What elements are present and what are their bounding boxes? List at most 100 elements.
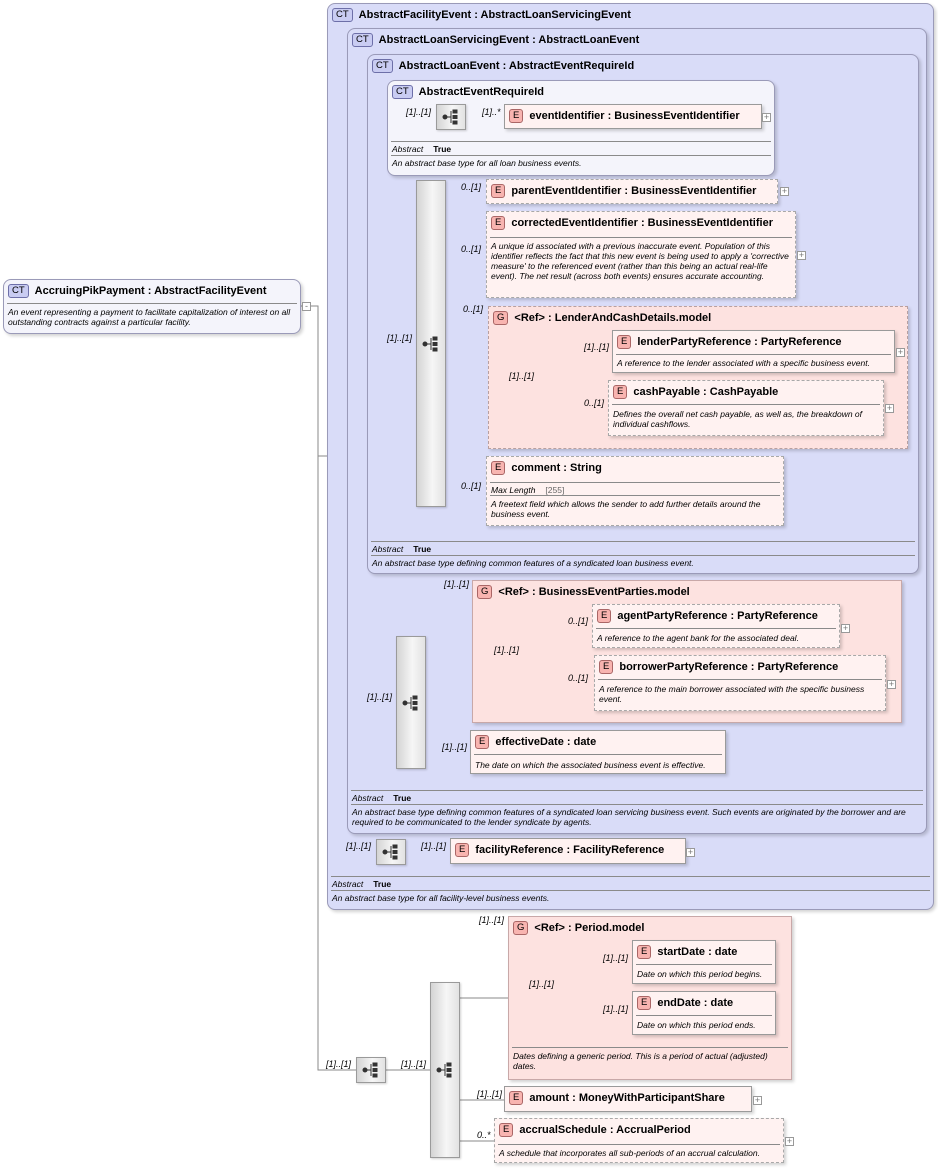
event-require-id-doc: An abstract base type for all loan busin… — [392, 158, 582, 168]
complex-type-icon: CT — [372, 59, 393, 74]
element-title: correctedEventIdentifier : BusinessEvent… — [511, 217, 773, 229]
abstract-value: True — [433, 144, 452, 154]
element-icon: E — [491, 216, 506, 231]
element-doc: A unique id associated with a previous i… — [491, 241, 789, 281]
sequence-icon — [442, 109, 458, 125]
sequence-compositor[interactable] — [396, 636, 426, 769]
divider — [490, 237, 792, 238]
group-title: <Ref> : BusinessEventParties.model — [498, 586, 690, 598]
expand-icon[interactable]: - — [302, 302, 311, 311]
element-doc: The date on which the associated busines… — [475, 760, 706, 770]
facility-event-title: AbstractFacilityEvent : AbstractLoanServ… — [358, 9, 631, 21]
cardinality-label: [1]..[1] — [477, 1089, 503, 1099]
element-title: amount : MoneyWithParticipantShare — [529, 1092, 725, 1104]
sequence-icon — [436, 1062, 452, 1078]
cardinality-label: [1]..[1] — [494, 645, 520, 655]
complex-type-icon: CT — [392, 85, 413, 100]
element-title: cashPayable : CashPayable — [633, 386, 779, 398]
expand-icon[interactable]: + — [841, 623, 850, 633]
expand-icon[interactable]: + — [896, 347, 905, 357]
element-icon: E — [599, 660, 614, 675]
divider — [490, 495, 780, 496]
abstract-value: True — [393, 793, 412, 803]
group-icon: G — [493, 311, 509, 326]
expand-icon[interactable]: + — [686, 847, 695, 857]
group-icon: G — [513, 921, 529, 936]
cardinality-label: [1]..[1] — [509, 371, 535, 381]
element-icon: E — [637, 996, 652, 1011]
sequence-compositor[interactable] — [356, 1057, 386, 1083]
cardinality-label: [1]..[1] — [421, 841, 447, 851]
element-doc: Date on which this period ends. — [637, 1020, 756, 1030]
cardinality-label: 0..[1] — [568, 616, 589, 626]
sequence-compositor[interactable] — [416, 180, 446, 507]
element-doc: A reference to the agent bank for the as… — [597, 633, 799, 643]
sequence-icon — [362, 1062, 378, 1078]
element-icon: E — [491, 461, 506, 476]
complex-type-icon: CT — [332, 8, 353, 23]
abstract-value: True — [413, 544, 432, 554]
complex-type-icon: CT — [352, 33, 373, 48]
divider — [391, 155, 771, 156]
expand-icon[interactable]: + — [753, 1095, 762, 1105]
element-doc: A schedule that incorporates all sub-per… — [499, 1148, 760, 1158]
facility-event-doc: An abstract base type for all facility-l… — [332, 893, 550, 903]
cardinality-label: [1]..[1] — [603, 953, 629, 963]
element-icon: E — [499, 1123, 514, 1138]
cardinality-label: [1]..[1] — [401, 1059, 427, 1069]
expand-icon[interactable]: + — [797, 250, 806, 260]
divider — [636, 964, 772, 965]
element-icon: E — [475, 735, 490, 750]
sequence-compositor[interactable] — [376, 839, 406, 865]
element-title: lenderPartyReference : PartyReference — [637, 336, 842, 348]
divider — [612, 404, 880, 405]
cardinality-label: [1]..[1] — [326, 1059, 352, 1069]
cardinality-label: [1]..* — [482, 107, 501, 117]
element-title: eventIdentifier : BusinessEventIdentifie… — [529, 110, 740, 122]
expand-icon[interactable]: + — [762, 112, 771, 122]
cardinality-label: [1]..[1] — [444, 579, 470, 589]
divider — [490, 482, 780, 483]
cardinality-label: 0..[1] — [584, 398, 605, 408]
expand-icon[interactable]: + — [885, 403, 894, 413]
divider — [474, 754, 722, 755]
sequence-compositor[interactable] — [436, 104, 466, 130]
sequence-compositor[interactable] — [430, 982, 460, 1158]
cardinality-label: [1]..[1] — [442, 742, 468, 752]
expand-icon[interactable]: + — [780, 186, 789, 196]
abstract-value: True — [373, 879, 392, 889]
element-icon: E — [613, 385, 628, 400]
element-icon: E — [597, 609, 612, 624]
element-title: endDate : date — [657, 997, 734, 1009]
sequence-icon — [382, 844, 398, 860]
expand-icon[interactable]: + — [887, 679, 896, 689]
divider — [371, 555, 915, 556]
expand-icon[interactable]: + — [785, 1136, 794, 1146]
divider — [598, 679, 882, 680]
cardinality-label: 0..[1] — [461, 244, 482, 254]
element-doc: A freetext field which allows the sender… — [491, 499, 761, 519]
element-title: facilityReference : FacilityReference — [475, 844, 665, 856]
element-icon: E — [509, 1091, 524, 1106]
element-title: agentPartyReference : PartyReference — [617, 610, 818, 622]
divider — [331, 876, 930, 877]
element-icon: E — [509, 109, 524, 124]
group-icon: G — [477, 585, 493, 600]
divider — [331, 890, 930, 891]
element-icon: E — [637, 945, 652, 960]
